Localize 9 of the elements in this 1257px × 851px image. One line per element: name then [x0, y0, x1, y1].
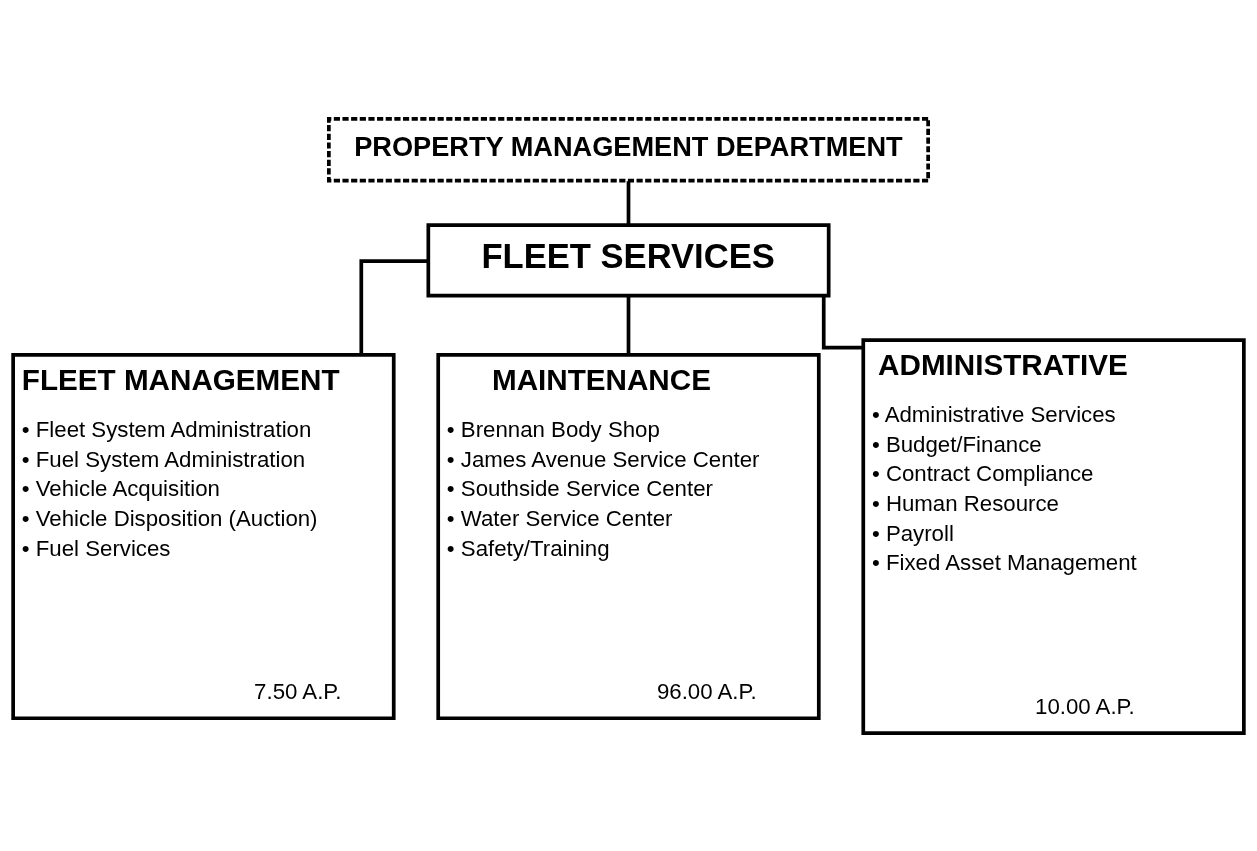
node-box: FLEET SERVICES: [426, 222, 831, 297]
node-box: PROPERTY MANAGEMENT DEPARTMENT: [327, 116, 930, 183]
connector: [359, 258, 429, 355]
node-box: FLEET MANAGEMENT • Fleet System Administration • Fuel System Administration • Vehicle Acquisition • Vehicle Disposition (Auction) • Fuel Services 7.50 A.P.: [11, 352, 396, 720]
node-box: ADMINISTRATIVE • Administrative Services • Budget/Finance • Contract Compliance • Human Resource • Payroll • Fixed Asset Management 10.00 A.P.: [861, 337, 1246, 735]
node-box: MAINTENANCE • Brennan Body Shop • James Avenue Service Center • Southside Service Center • Water Service Center • Safety/Training 96.00 A.P.: [436, 352, 821, 720]
connector: [821, 295, 864, 349]
connector: [626, 295, 631, 355]
connector: [626, 180, 631, 225]
